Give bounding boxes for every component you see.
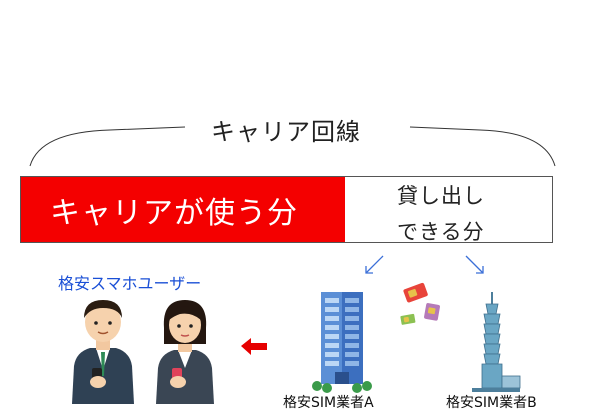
carrier-used-label: キャリアが使う分 [50,196,298,231]
carrier-used-segment [21,177,345,242]
male-user-icon [72,300,134,404]
red-arrow-icon [241,338,267,355]
carrier-line-title: キャリア回線 [211,118,361,146]
female-user-icon [156,300,214,404]
vendor-b-label: 格安SIM業者B [446,395,537,411]
vendor-a-label: 格安SIM業者A [283,395,374,411]
carrier-brace [29,126,556,167]
lendable-label-line2: できる分 [397,220,485,244]
arrow-to-vendor-a [365,255,384,274]
arrow-to-vendor-b [465,255,484,274]
vendor-b-tower-icon [472,292,521,392]
vendor-a-building-icon [312,292,372,393]
users-label: 格安スマホユーザー [58,274,202,293]
sim-cards-icon [400,282,440,325]
lendable-label-line1: 貸し出し [397,184,485,208]
